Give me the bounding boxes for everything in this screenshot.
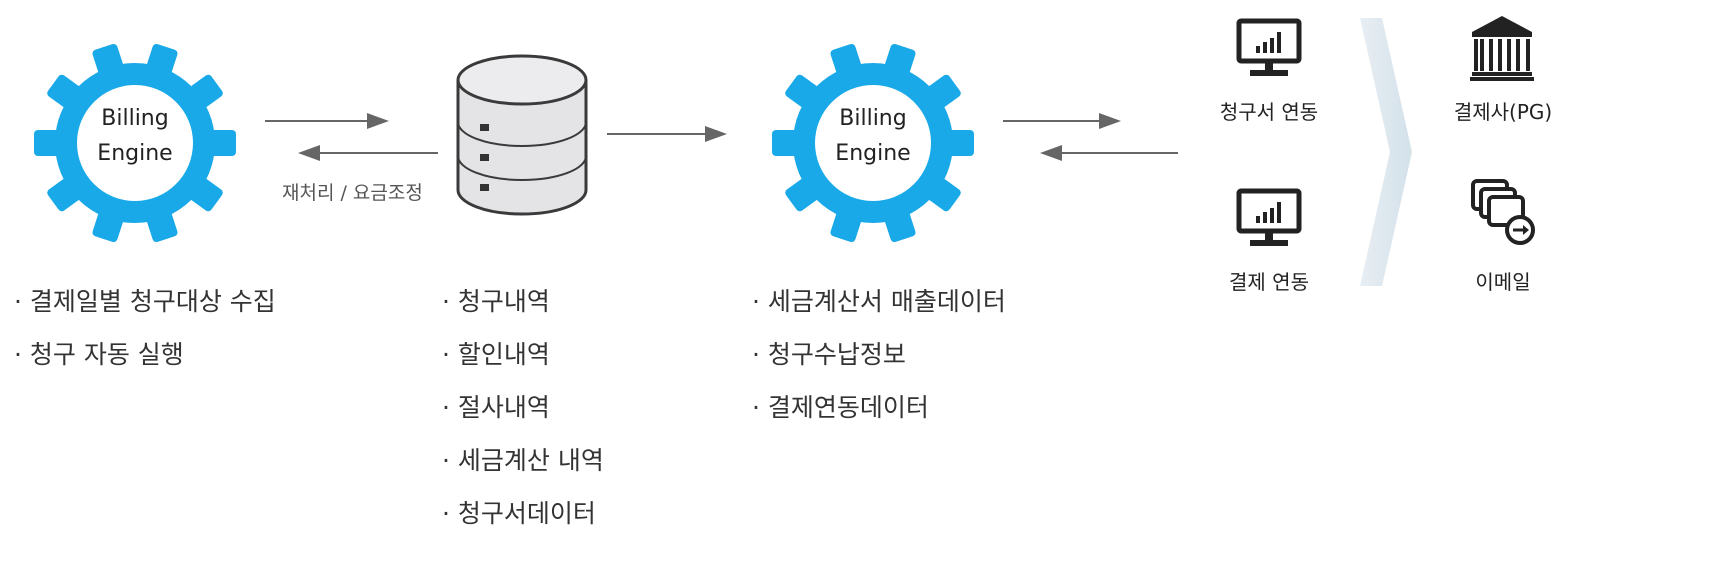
gear-tooth (47, 175, 84, 212)
engine1-items: · 결제일별 청구대상 수집 · 청구 자동 실행 (14, 275, 276, 381)
email-label: 이메일 (1475, 270, 1531, 294)
gear-tooth (206, 130, 236, 156)
gear-tooth (34, 130, 64, 156)
list-item: · 할인내역 (442, 340, 550, 369)
arrow-right (1003, 113, 1121, 129)
list-item: · 청구서데이터 (442, 499, 596, 528)
gear-tooth (785, 175, 822, 212)
list-item: · 세금계산서 매출데이터 (752, 287, 1006, 316)
billing-engine-label: Billing Engine (60, 101, 210, 171)
engine-label-line2: Engine (97, 141, 173, 166)
engine-label-line1: Billing (839, 106, 907, 131)
list-item: · 결제연동데이터 (752, 393, 929, 422)
gear-tooth (944, 130, 974, 156)
arrow-left (298, 145, 438, 161)
list-item: · 청구수납정보 (752, 340, 906, 369)
gear-tooth (92, 207, 125, 243)
gear-tooth (830, 43, 863, 79)
pg-label: 결제사(PG) (1453, 100, 1553, 124)
gear-tooth (47, 74, 84, 111)
gear-tooth (92, 43, 125, 79)
arrow-left (1040, 145, 1178, 161)
billing-engine-label: Billing Engine (798, 101, 948, 171)
engine-label-line1: Billing (101, 106, 169, 131)
gear-tooth (145, 207, 178, 243)
arrow-right (607, 126, 727, 142)
gear-tooth (186, 74, 223, 111)
list-item: · 청구내역 (442, 287, 550, 316)
gear-tooth (883, 207, 916, 243)
list-item: · 절사내역 (442, 393, 550, 422)
payment-link-label: 결제 연동 (1229, 270, 1309, 294)
list-item: · 세금계산 내역 (442, 446, 604, 475)
gear-icon (772, 43, 974, 243)
list-item: · 결제일별 청구대상 수집 (14, 287, 276, 316)
gear-tooth (830, 207, 863, 243)
arrow-right (265, 113, 389, 129)
gear-tooth (883, 43, 916, 79)
engine2-items: · 세금계산서 매출데이터 · 청구수납정보 · 결제연동데이터 (752, 275, 1006, 434)
gear-tooth (772, 130, 802, 156)
monitor-chart-icon (1236, 18, 1302, 76)
chevron-divider (1360, 18, 1412, 286)
db-items: · 청구내역 · 할인내역 · 절사내역 · 세금계산 내역 · 청구서데이터 (442, 275, 604, 540)
gear-tooth (186, 175, 223, 212)
list-item: · 청구 자동 실행 (14, 340, 184, 369)
engine-label-line2: Engine (835, 141, 911, 166)
monitor-chart-icon (1236, 188, 1302, 246)
gear-tooth (145, 43, 178, 79)
reprocess-label: 재처리 / 요금조정 (282, 182, 423, 204)
email-send-icon (1471, 179, 1535, 245)
bank-building-icon (1470, 16, 1534, 81)
gear-tooth (785, 74, 822, 111)
gear-tooth (924, 74, 961, 111)
gear-icon (34, 43, 236, 243)
database-icon (456, 54, 588, 216)
gear-tooth (924, 175, 961, 212)
invoice-link-label: 청구서 연동 (1219, 100, 1319, 124)
